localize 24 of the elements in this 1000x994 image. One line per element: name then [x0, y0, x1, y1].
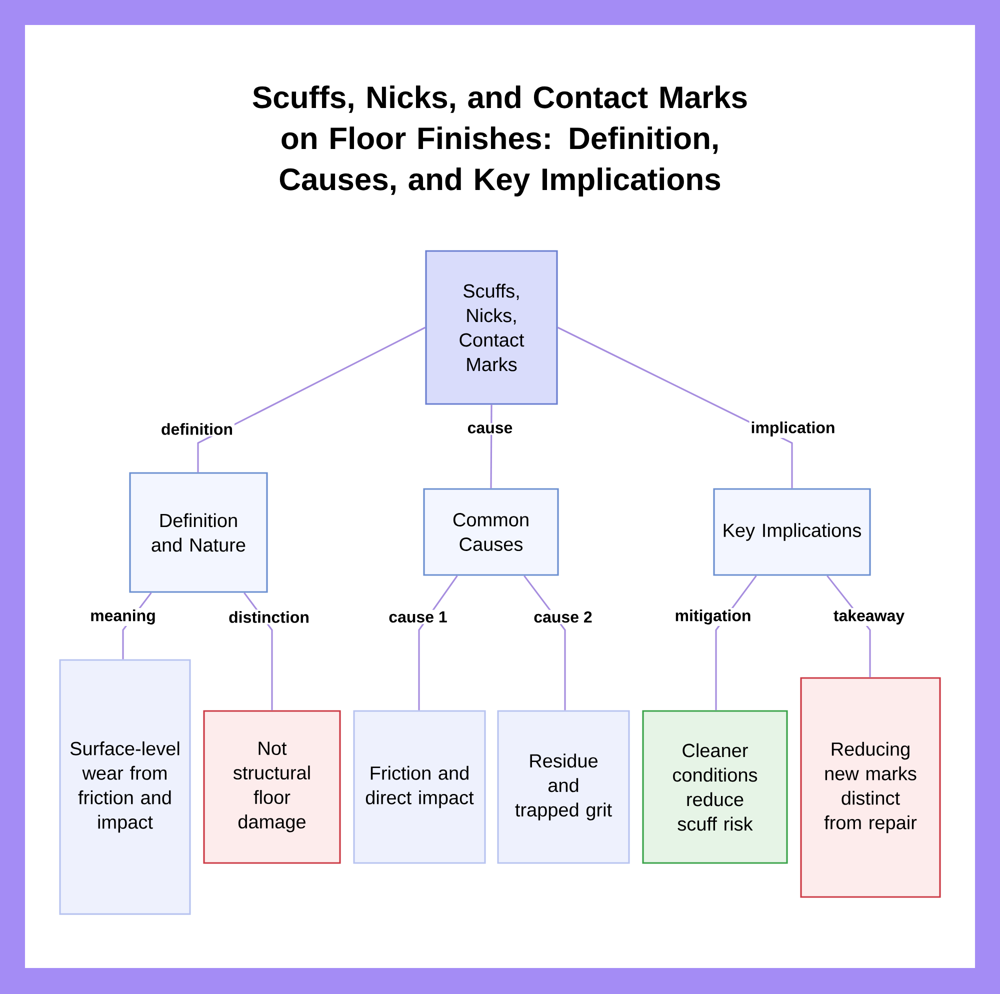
detail-box: Reducing new marks distinct from repair	[800, 677, 941, 898]
connector-line	[418, 575, 458, 710]
detail-box: Surface-level wear from friction and impact	[59, 659, 191, 915]
category-box: Common Causes	[423, 488, 559, 576]
detail-box: Cleaner conditions reduce scuff risk	[642, 710, 788, 864]
edge-label: mitigation	[673, 608, 753, 626]
detail-box: Not structural floor damage	[203, 710, 341, 864]
category-box: Key Implications	[713, 488, 871, 576]
connector-line	[524, 575, 566, 710]
edge-label: takeaway	[832, 608, 906, 626]
connector-line	[197, 326, 426, 472]
detail-box: Residue and trapped grit	[497, 710, 630, 864]
edge-label: cause 1	[387, 610, 449, 624]
edge-label: cause	[466, 423, 514, 435]
edge-label: cause 2	[532, 610, 594, 624]
detail-box: Friction and direct impact	[353, 710, 486, 864]
title: Scuffs, Nicks, and Contact Marks on Floor Finishes: Definition, Causes, and Key Implications	[252, 86, 747, 196]
edge-label: definition	[160, 422, 234, 436]
edge-label: distinction	[227, 610, 311, 624]
concept-box: Scuffs, Nicks, Contact Marks	[425, 250, 558, 405]
category-box: Definition and Nature	[129, 472, 268, 593]
connector-line	[557, 326, 793, 488]
edge-label: meaning	[88, 608, 158, 626]
edge-label: implication	[749, 420, 837, 438]
